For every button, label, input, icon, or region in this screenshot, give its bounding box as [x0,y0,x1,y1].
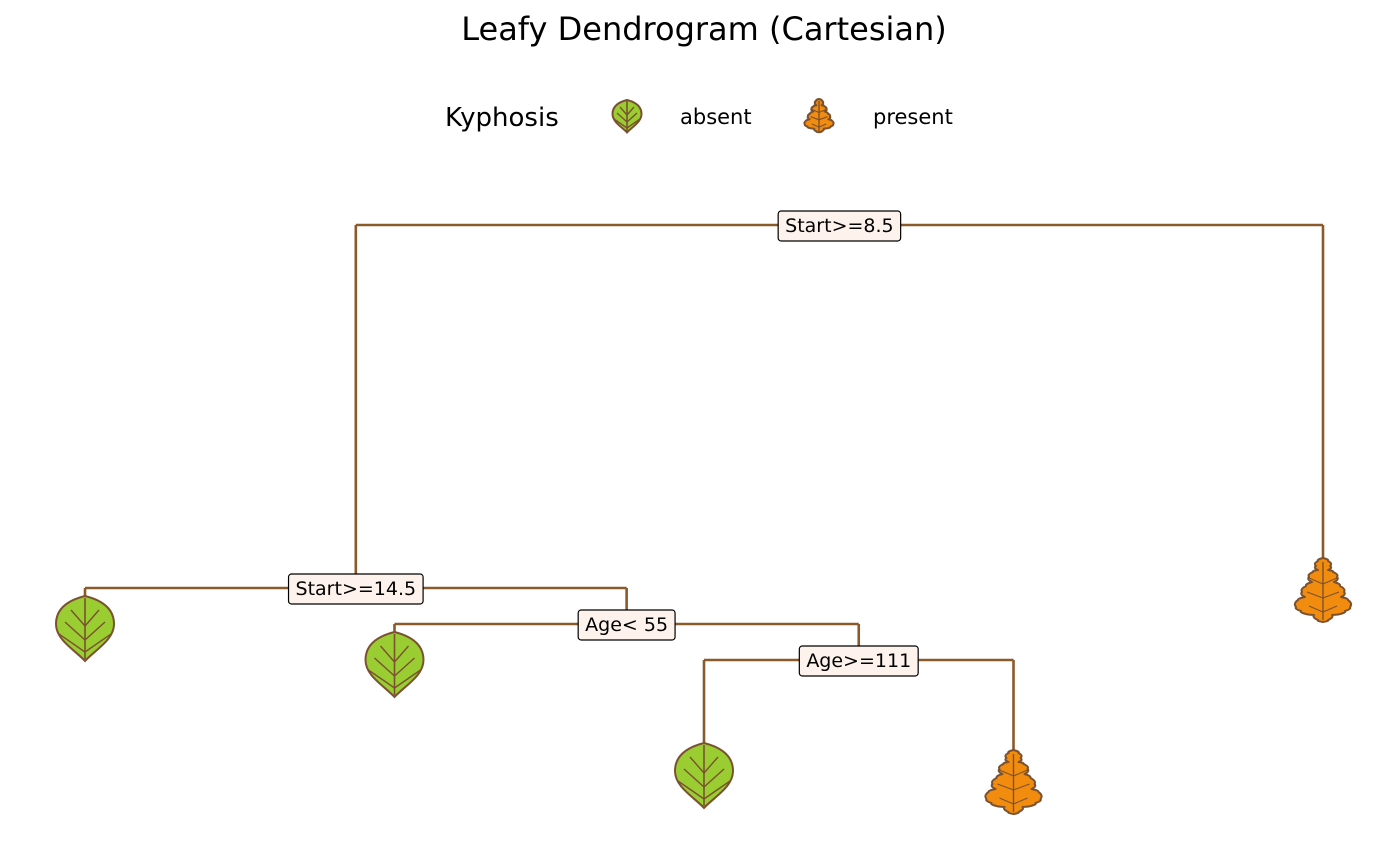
legend-present-label: present [873,105,953,129]
split-labels: Age>=111 Age< 55 Start>=14.5 Start>=8.5 [287,210,919,677]
split-label-2: Start>=14.5 [287,573,424,605]
split-label-3: Start>=8.5 [777,210,902,242]
leaf-present-4 [1293,557,1353,623]
split-label-1: Age< 55 [577,609,676,641]
tree-leaves [54,557,1353,815]
leaf-present-3 [984,749,1043,815]
svg-text:Age>=111: Age>=111 [806,650,911,672]
legend-absent-icon [611,98,643,134]
svg-text:Start>=14.5: Start>=14.5 [296,578,417,600]
leaf-absent-1 [364,630,425,699]
svg-text:Start>=8.5: Start>=8.5 [785,215,893,237]
legend-title: Kyphosis [445,103,559,133]
legend-absent-label: absent [680,105,752,129]
tree-branches [83,223,1325,752]
legend-present-icon [803,98,835,134]
split-label-0: Age>=111 [798,645,919,677]
chart-title: Leafy Dendrogram (Cartesian) [461,10,947,48]
leaf-absent-2 [673,741,735,810]
legend: Kyphosis absent present [445,98,953,134]
svg-text:Age< 55: Age< 55 [585,614,668,636]
leaf-absent-0 [54,594,116,663]
